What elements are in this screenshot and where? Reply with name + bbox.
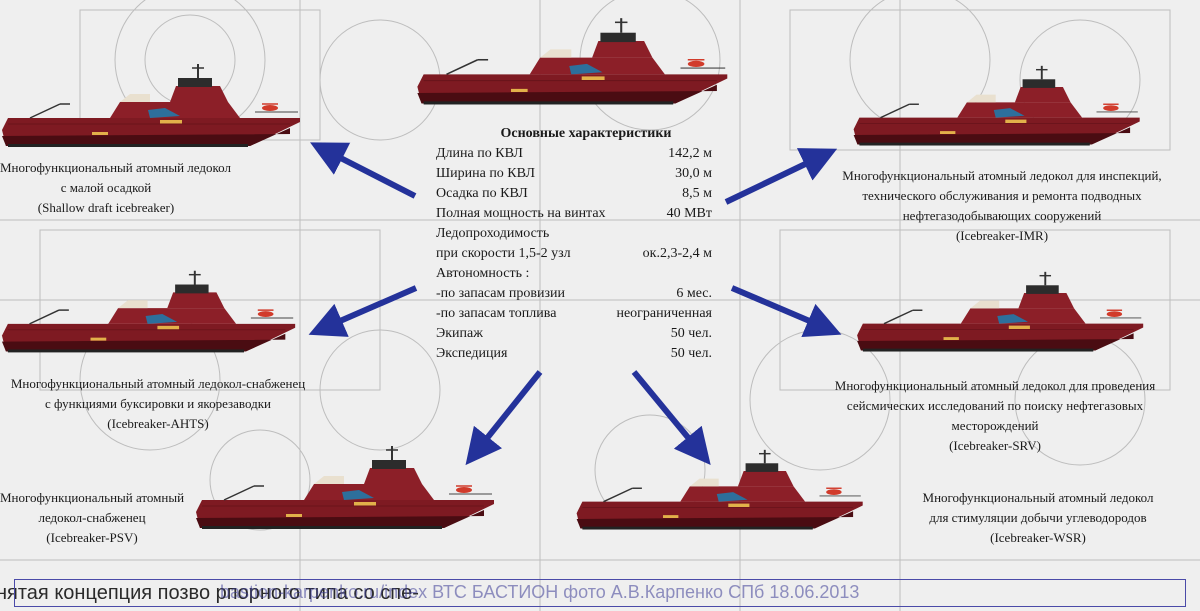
main-specs: Основные характеристики Длина по КВЛ 142,…: [436, 124, 726, 364]
spec-row: -по запасам топлива неограниченная: [436, 304, 726, 324]
ship-imr: [853, 65, 1140, 146]
arrow-to-ahts: [308, 285, 418, 337]
caption-ahts: Многофункциональный атомный ледокол-снаб…: [10, 376, 306, 431]
spec-label: Экипаж: [436, 326, 483, 341]
spec-row: Экипаж 50 чел.: [436, 324, 726, 344]
arrow-to-psv: [465, 370, 543, 466]
ship-top-center: [417, 18, 728, 105]
arrow-to-srv: [730, 285, 842, 338]
spec-row: Полная мощность на винтах 40 МВт: [436, 204, 726, 224]
spec-label: Экспедиция: [436, 346, 508, 361]
ship-ahts: [1, 270, 296, 353]
spec-row: Ширина по КВЛ 30,0 м: [436, 164, 726, 184]
spec-value: 142,2 м: [668, 146, 712, 161]
spec-label: Длина по КВЛ: [436, 146, 523, 161]
spec-label: Полная мощность на винтах: [436, 206, 606, 221]
spec-value: 40 МВт: [666, 206, 712, 221]
spec-value: ок.2,3-2,4 м: [642, 246, 712, 261]
spec-label: -по запасам провизии: [436, 286, 565, 301]
spec-value: 30,0 м: [675, 166, 712, 181]
caption-srv: Многофункциональный атомный ледокол для …: [834, 378, 1156, 453]
watermark-frame: [14, 579, 1186, 607]
arrow-to-wsr: [631, 370, 711, 465]
bottom-text: нятая концепция позво рпорного типа со с…: [0, 582, 419, 604]
spec-value: неограниченная: [616, 306, 712, 321]
caption-shallow-draft: Многофункциональный атомный ледокол с ма…: [0, 160, 231, 215]
ship-wsr: [576, 449, 863, 530]
spec-row: Ледопроходимость: [436, 224, 726, 244]
spec-label: при скорости 1,5-2 узл: [436, 246, 571, 261]
ship-psv: [196, 446, 494, 529]
spec-row: при скорости 1,5-2 узл ок.2,3-2,4 м: [436, 244, 726, 264]
specs-title: Основные характеристики: [500, 126, 672, 141]
bottom-text-strip: нятая концепция позво рпорного типа со с…: [0, 576, 1200, 611]
spec-label: Осадка по КВЛ: [436, 186, 528, 201]
spec-row: -по запасам провизии 6 мес.: [436, 284, 726, 304]
spec-label: Ледопроходимость: [436, 226, 550, 241]
caption-wsr: Многофункциональный атомный ледокол для …: [922, 490, 1154, 545]
spec-value: 50 чел.: [670, 346, 712, 361]
caption-psv: Многофункциональный атомный ледокол-снаб…: [0, 490, 185, 545]
watermark: bastion-karpenko.ru/index ВТС БАСТИОН фо…: [220, 582, 860, 602]
spec-row: Осадка по КВЛ 8,5 м: [436, 184, 726, 204]
arrow-to-imr: [724, 148, 838, 205]
arrow-to-shallow: [310, 142, 417, 199]
spec-value: 50 чел.: [670, 326, 712, 341]
spec-row: Экспедиция 50 чел.: [436, 344, 726, 364]
caption-imr: Многофункциональный атомный ледокол для …: [842, 168, 1162, 243]
spec-row: Длина по КВЛ 142,2 м: [436, 144, 726, 164]
ship-srv: [857, 271, 1144, 352]
spec-value: 6 мес.: [676, 286, 712, 301]
spec-value: 8,5 м: [682, 186, 712, 201]
spec-label: Автономность :: [436, 266, 530, 281]
spec-row: Автономность :: [436, 264, 726, 284]
spec-label: Ширина по КВЛ: [436, 166, 535, 181]
ship-shallow-draft: [2, 64, 300, 147]
spec-label: -по запасам топлива: [436, 306, 557, 321]
